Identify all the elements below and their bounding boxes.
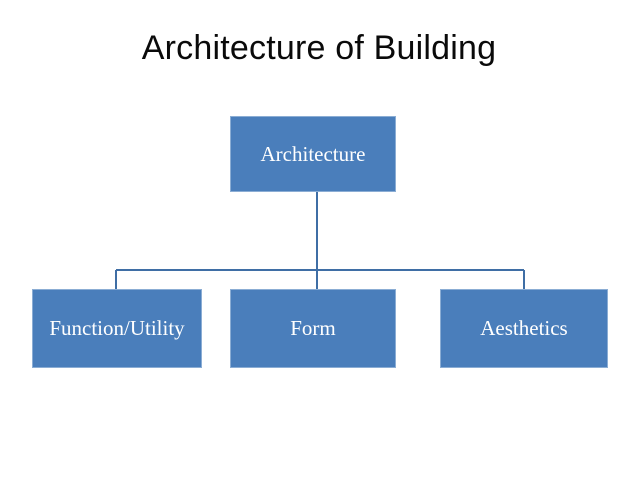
node-form[interactable]: Form [230,289,396,368]
node-architecture[interactable]: Architecture [230,116,396,192]
node-architecture-label: Architecture [260,141,366,166]
node-function-utility-label: Function/Utility [49,316,185,341]
node-aesthetics[interactable]: Aesthetics [440,289,608,368]
node-form-label: Form [290,316,336,341]
node-aesthetics-label: Aesthetics [480,316,568,341]
node-function-utility[interactable]: Function/Utility [32,289,202,368]
page-title: Architecture of Building [141,29,497,67]
